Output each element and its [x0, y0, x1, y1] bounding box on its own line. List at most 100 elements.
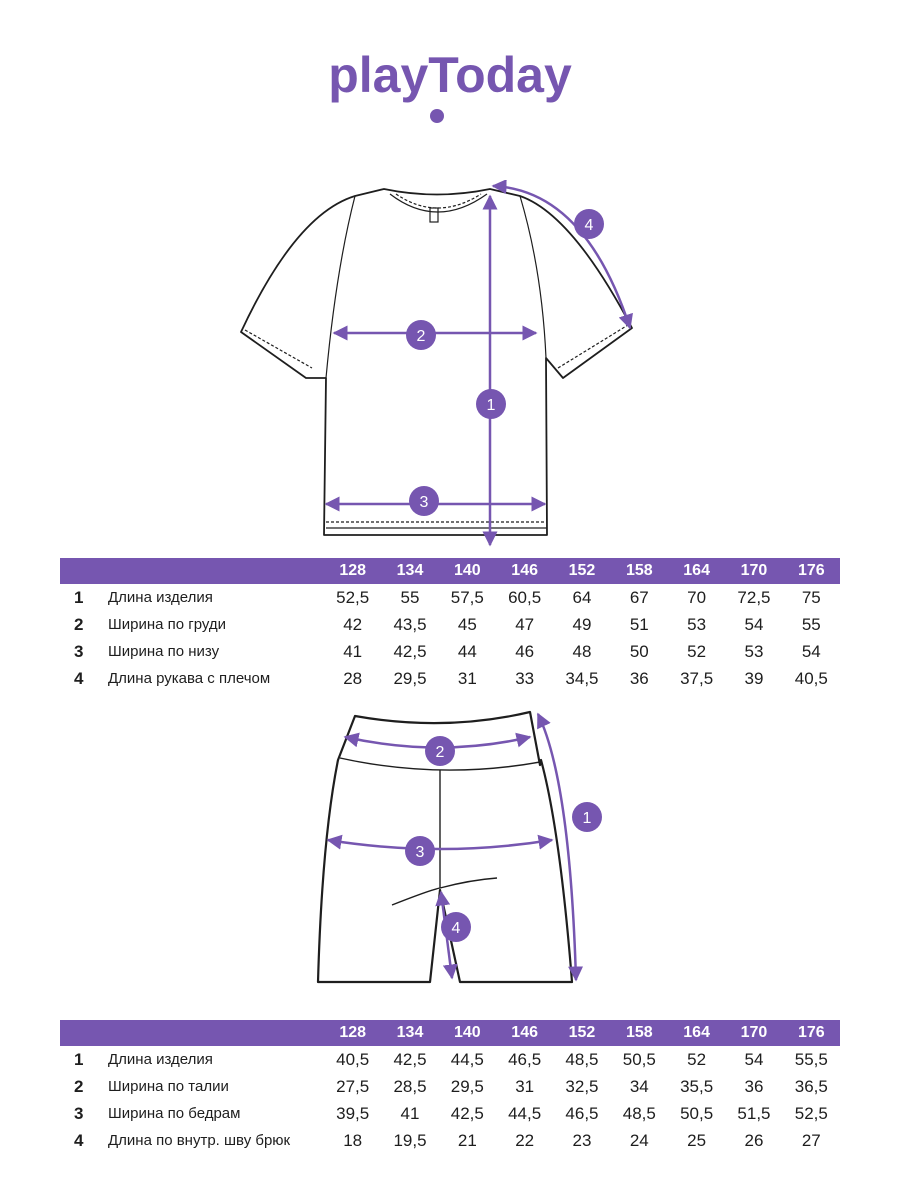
size-header: 158: [610, 1020, 668, 1046]
shorts-size-table: 128 134 140 146 152 158 164 170 176 1 Дл…: [60, 1020, 840, 1154]
shorts-details: [339, 757, 541, 906]
svg-text:3: 3: [420, 494, 429, 511]
size-header: 140: [438, 1020, 496, 1046]
cell-value: 22: [515, 1130, 535, 1150]
tshirt-outline: [240, 188, 633, 536]
svg-text:4: 4: [585, 217, 594, 234]
cell-value: 42: [343, 614, 363, 634]
row-label: Длина по внутр. шву брюк: [108, 1132, 291, 1149]
size-header: 158: [610, 558, 668, 584]
cell-value: 50,5: [622, 1049, 656, 1069]
svg-text:2: 2: [417, 328, 426, 345]
size-header: 164: [667, 1020, 726, 1046]
cell-value: 48,5: [622, 1103, 656, 1123]
cell-value: 53: [687, 614, 707, 634]
cell-value: 39: [744, 668, 764, 688]
cell-value: 25: [687, 1130, 707, 1150]
cell-value: 42,5: [450, 1103, 484, 1123]
cell-value: 75: [801, 587, 821, 607]
cell-value: 37,5: [680, 668, 714, 688]
cell-value: 41: [400, 1103, 420, 1123]
cell-value: 31: [515, 1076, 535, 1096]
cell-value: 43,5: [393, 614, 427, 634]
cell-value: 52,5: [794, 1103, 828, 1123]
size-header: 134: [381, 558, 439, 584]
cell-value: 72,5: [737, 587, 771, 607]
row-number: 1: [74, 1049, 84, 1069]
table-row: 4 Длина рукава с плечом 28 29,5 31 33 34…: [60, 665, 840, 692]
cell-value: 44,5: [508, 1103, 542, 1123]
cell-value: 52,5: [336, 587, 370, 607]
cell-value: 29,5: [450, 1076, 484, 1096]
tshirt-sleeve-line: [491, 180, 633, 330]
cell-value: 55,5: [794, 1049, 828, 1069]
cell-value: 52: [687, 641, 707, 661]
cell-value: 44,5: [450, 1049, 484, 1069]
cell-value: 35,5: [680, 1076, 714, 1096]
cell-value: 49: [572, 614, 592, 634]
shorts-marker-1: 1: [572, 802, 602, 832]
cell-value: 31: [457, 668, 477, 688]
cell-value: 34,5: [565, 668, 599, 688]
row-number: 2: [74, 614, 84, 634]
svg-text:3: 3: [416, 844, 425, 861]
cell-value: 36,5: [794, 1076, 828, 1096]
cell-value: 24: [629, 1130, 649, 1150]
size-header: 170: [725, 1020, 783, 1046]
cell-value: 50: [629, 641, 649, 661]
tshirt-diagram: 1 2 3 4: [240, 180, 633, 547]
size-header: 170: [725, 558, 783, 584]
table-row: 2 Ширина по талии 27,5 28,5 29,5 31 32,5…: [60, 1073, 840, 1100]
row-label: Ширина по низу: [108, 643, 220, 660]
shorts-marker-4: 4: [441, 912, 471, 942]
size-header: 176: [782, 1020, 840, 1046]
table-row: 3 Ширина по низу 41 42,5 44 46 48 50 52 …: [60, 638, 840, 665]
shorts-hip-line: [326, 834, 554, 851]
cell-value: 45: [457, 614, 477, 634]
size-header: 152: [553, 558, 611, 584]
table-row: 2 Ширина по груди 42 43,5 45 47 49 51 53…: [60, 611, 840, 638]
cell-value: 42,5: [393, 1049, 427, 1069]
size-header: 146: [495, 1020, 554, 1046]
size-header: 146: [495, 558, 554, 584]
cell-value: 27: [801, 1130, 821, 1150]
cell-value: 40,5: [336, 1049, 370, 1069]
logo-dot: [430, 109, 444, 123]
cell-value: 70: [687, 587, 707, 607]
tshirt-marker-1: 1: [476, 389, 506, 419]
cell-value: 26: [744, 1130, 764, 1150]
cell-value: 33: [515, 668, 535, 688]
cell-value: 42,5: [393, 641, 427, 661]
cell-value: 53: [744, 641, 764, 661]
row-number: 3: [74, 641, 84, 661]
cell-value: 64: [572, 587, 592, 607]
cell-value: 18: [343, 1130, 363, 1150]
cell-value: 48,5: [565, 1049, 599, 1069]
header-cell-empty: [60, 558, 104, 584]
cell-value: 55: [400, 587, 420, 607]
shorts-marker-2: 2: [425, 736, 455, 766]
cell-value: 44: [457, 641, 477, 661]
table-row: 3 Ширина по бедрам 39,5 41 42,5 44,5 46,…: [60, 1100, 840, 1127]
cell-value: 51,5: [737, 1103, 771, 1123]
cell-value: 47: [515, 614, 535, 634]
svg-text:1: 1: [583, 810, 592, 827]
cell-value: 50,5: [680, 1103, 714, 1123]
cell-value: 32,5: [565, 1076, 599, 1096]
cell-value: 48: [572, 641, 592, 661]
row-label: Ширина по бедрам: [108, 1105, 241, 1122]
shorts-diagram: 1 2 3 4: [316, 710, 602, 984]
cell-value: 52: [687, 1049, 707, 1069]
cell-value: 19,5: [393, 1130, 427, 1150]
shorts-length-line: [536, 712, 584, 982]
brand-logo-text: playToday: [328, 47, 572, 103]
size-header: 152: [553, 1020, 611, 1046]
row-number: 3: [74, 1103, 84, 1123]
cell-value: 46: [515, 641, 535, 661]
row-number: 1: [74, 587, 84, 607]
header-cell-empty: [104, 1020, 324, 1046]
row-label: Ширина по груди: [108, 616, 227, 633]
cell-value: 36: [744, 1076, 764, 1096]
size-header: 128: [324, 1020, 382, 1046]
cell-value: 51: [629, 614, 649, 634]
